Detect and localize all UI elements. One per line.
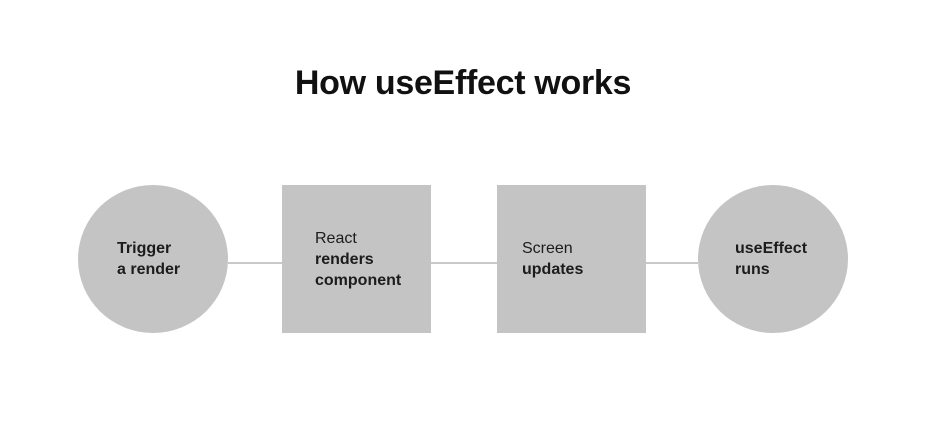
node-text-line: component [315, 271, 402, 289]
node-screen-updates: Screen updates [497, 185, 646, 333]
diagram-title: How useEffect works [294, 64, 632, 102]
node-text-line: a render [117, 261, 181, 278]
node-trigger-a-render: Trigger a render [78, 185, 228, 333]
node-react-renders-component: React renders component [282, 185, 431, 333]
connector-line-2 [431, 262, 497, 264]
connector-line-3 [646, 262, 698, 264]
connector-line-1 [228, 262, 282, 264]
node-text-line: useEffect [735, 240, 808, 257]
node-text-line: runs [735, 261, 770, 278]
node-text-line: React [315, 229, 357, 247]
node-text-line: updates [522, 261, 584, 278]
node-text-line: Screen [522, 240, 573, 257]
node-text-line: Trigger [117, 240, 172, 257]
node-text-line: renders [315, 250, 374, 268]
node-useeffect-runs: useEffect runs [698, 185, 848, 333]
